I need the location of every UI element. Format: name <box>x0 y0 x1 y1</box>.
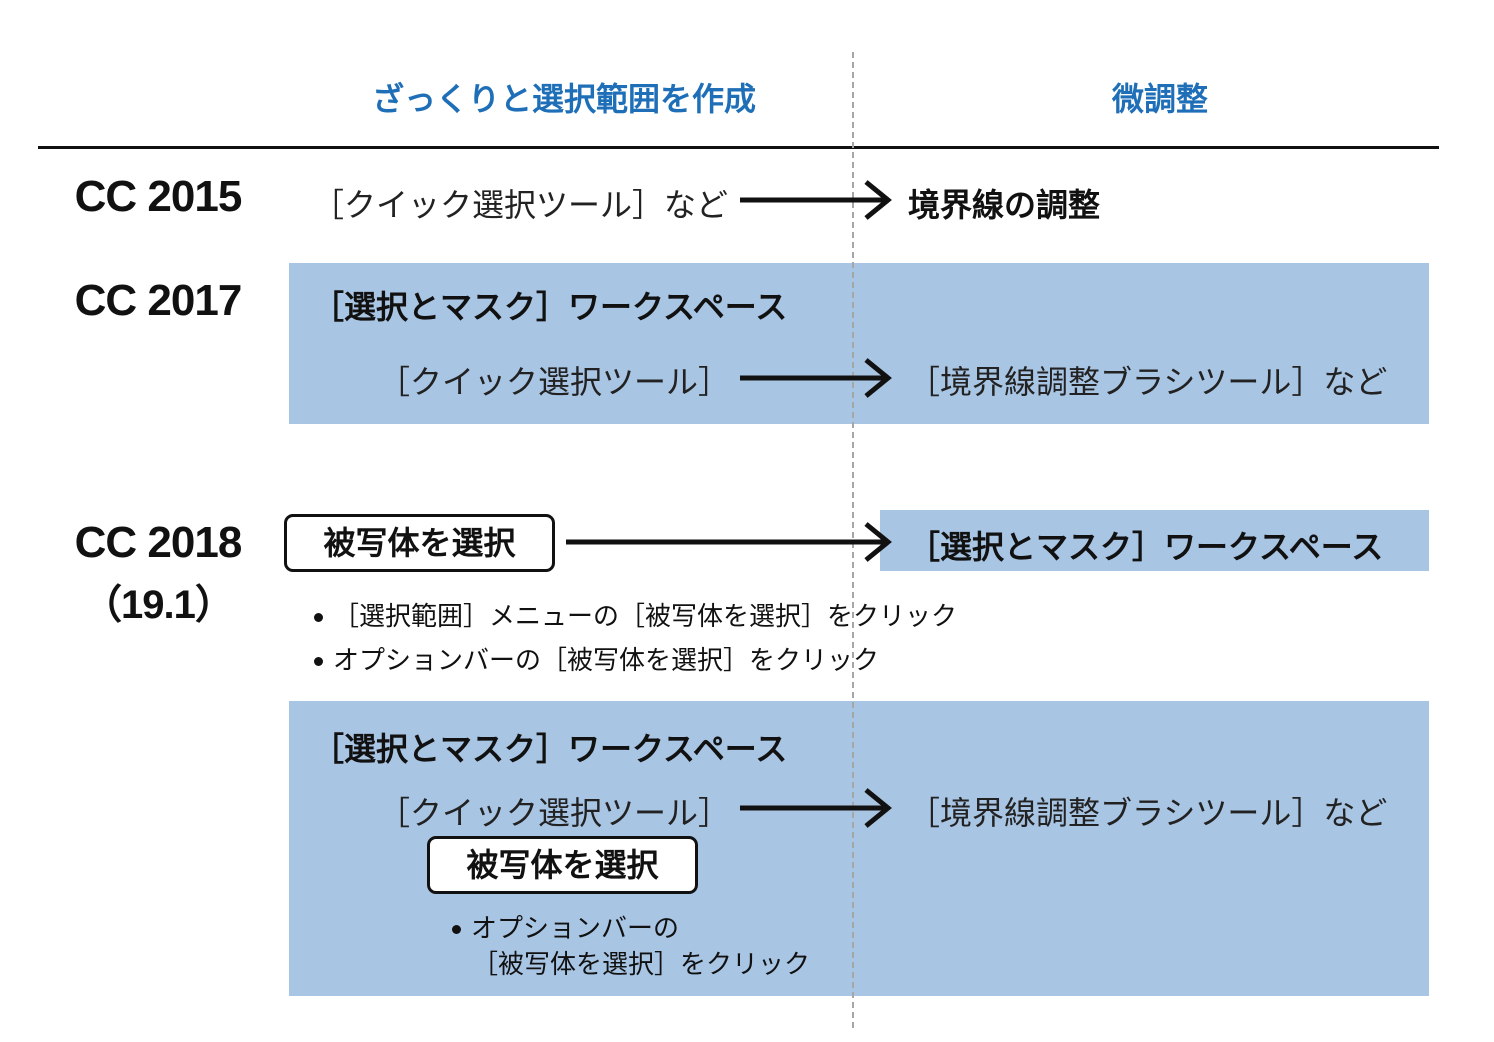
version-sub-label: （19.1） <box>82 583 235 627</box>
bullet-item-2: オプションバーの［被写体を選択］をクリック <box>314 640 879 677</box>
row-2018b-right-text: ［境界線調整ブラシツール］など <box>908 794 1388 832</box>
bullet-icon <box>452 925 461 934</box>
bullet-icon <box>314 613 323 622</box>
bullet-text-1: ［選択範囲］メニューの［被写体を選択］をクリック <box>333 602 958 632</box>
arrow-right-icon <box>740 358 892 398</box>
arrow-right-icon <box>566 522 892 562</box>
bullet-item-3: オプションバーの <box>452 908 679 945</box>
bullet-item-1: ［選択範囲］メニューの［被写体を選択］をクリック <box>314 596 957 633</box>
row-2017-left-text: ［クイック選択ツール］ <box>378 363 731 401</box>
version-label-cc2017: CC 2017 <box>74 276 243 325</box>
header-rough-selection: ざっくりと選択範囲を作成 <box>372 80 757 118</box>
select-subject-button-2[interactable]: 被写体を選択 <box>427 836 698 894</box>
bullet-item-3-line2: ［被写体を選択］をクリック <box>472 950 811 980</box>
row-2018b-left-text: ［クイック選択ツール］ <box>378 794 731 832</box>
header-divider <box>38 146 1439 149</box>
version-label-cc2015: CC 2015 <box>74 172 243 221</box>
arrow-right-icon <box>740 180 892 220</box>
row-2015-right-text: 境界線の調整 <box>908 186 1101 224</box>
version-label-cc2018: CC 2018 <box>74 518 243 567</box>
bullet-text-2: オプションバーの［被写体を選択］をクリック <box>333 646 880 676</box>
row-2015-left-text: ［クイック選択ツール］など <box>312 186 729 224</box>
bullet-icon <box>314 657 323 666</box>
bullet-text-3a: オプションバーの <box>471 914 680 944</box>
panel-2018-title: ［選択とマスク］ワークスペース <box>312 730 788 768</box>
header-fine-tune: 微調整 <box>1112 80 1209 118</box>
row-2018-right-text: ［選択とマスク］ワークスペース <box>908 528 1384 566</box>
panel-2017-title: ［選択とマスク］ワークスペース <box>312 288 788 326</box>
arrow-right-icon <box>740 788 892 828</box>
panel-cc2018-workspace <box>880 510 1429 571</box>
select-subject-button[interactable]: 被写体を選択 <box>284 514 555 572</box>
row-2017-right-text: ［境界線調整ブラシツール］など <box>908 363 1388 401</box>
panel-cc2017 <box>289 263 1429 424</box>
